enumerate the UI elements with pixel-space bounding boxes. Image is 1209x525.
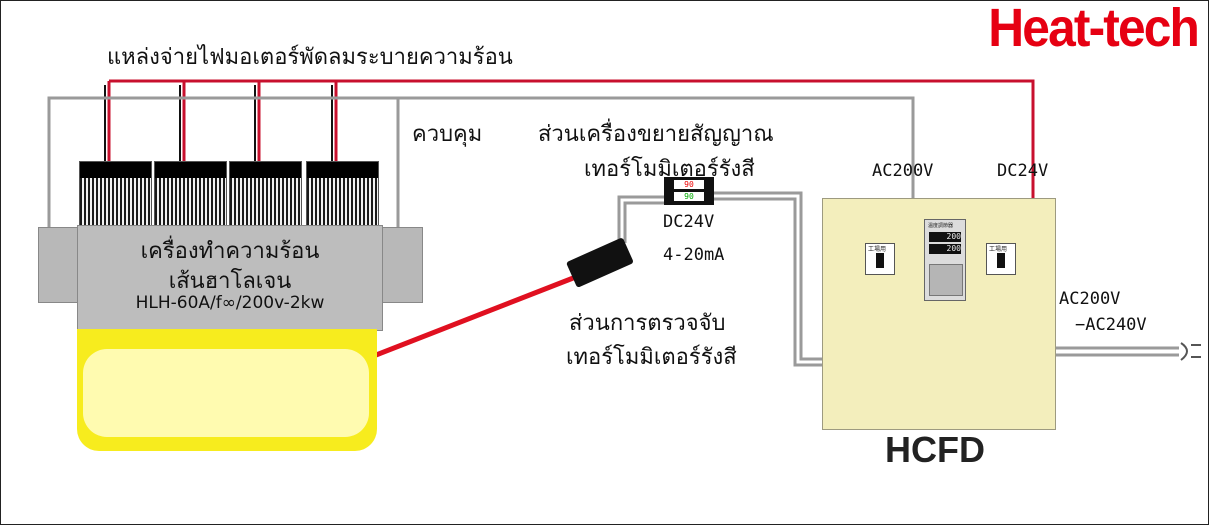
heater-label-line2: เส้นฮาโลเจน xyxy=(168,269,292,294)
dc24v-top-label: DC24V xyxy=(997,161,1049,181)
cooling-fin xyxy=(79,161,152,227)
fan-power-wires xyxy=(107,79,1035,205)
temperature-controller-panel: 温度調節器 200 200 xyxy=(924,219,966,301)
sensor-label-line1: ส่วนการตรวจจับ xyxy=(569,311,726,336)
radiation-sensor xyxy=(566,238,633,288)
amplifier-unit: 90 90 xyxy=(664,177,714,205)
control-label: ควบคุม xyxy=(412,122,483,147)
heat-tech-logo: Heat-tech xyxy=(988,0,1200,58)
cooling-fin xyxy=(229,161,302,227)
heater-label-line1: เครื่องทำความร้อน xyxy=(140,239,320,264)
cooling-fin xyxy=(154,161,227,227)
ac-plug xyxy=(1180,342,1201,361)
heater-end-cap-right xyxy=(381,227,423,303)
controller-keypad xyxy=(929,264,963,296)
output-socket-right: 工場用 xyxy=(986,243,1016,275)
panel-title: 温度調節器 xyxy=(928,223,954,229)
controller-display-top: 200 xyxy=(929,232,961,242)
heater-end-cap-left xyxy=(38,227,80,303)
fan-power-label: แหล่งจ่ายไฟมอเตอร์พัดลมระบายความร้อน xyxy=(107,45,513,70)
amp-spec-voltage: DC24V xyxy=(663,212,715,232)
workpiece-area xyxy=(77,329,377,451)
ac-input-label-2: −AC240V xyxy=(1075,315,1147,335)
ac200v-top-label: AC200V xyxy=(872,161,934,181)
amplifier-display-top: 90 xyxy=(674,180,704,189)
controller-display-bottom: 200 xyxy=(929,244,961,254)
cooling-fin xyxy=(306,161,379,227)
heater-model: HLH-60A/f∞/200v-2kw xyxy=(135,293,325,313)
amplifier-label-line1: ส่วนเครื่องขยายสัญญาณ xyxy=(538,122,774,147)
output-socket-left: 工場用 xyxy=(865,243,895,275)
amp-spec-current: 4-20mA xyxy=(663,245,725,265)
fan-return-wires xyxy=(104,85,333,161)
control-wires xyxy=(47,96,1179,367)
amplifier-display-bottom: 90 xyxy=(674,192,704,201)
sensor-label-line2: เทอร์โมมิเตอร์รังสี xyxy=(566,345,737,370)
halogen-heater xyxy=(77,225,383,331)
controller-name: HCFD xyxy=(885,429,985,470)
ac-input-label-1: AC200V xyxy=(1059,289,1121,309)
